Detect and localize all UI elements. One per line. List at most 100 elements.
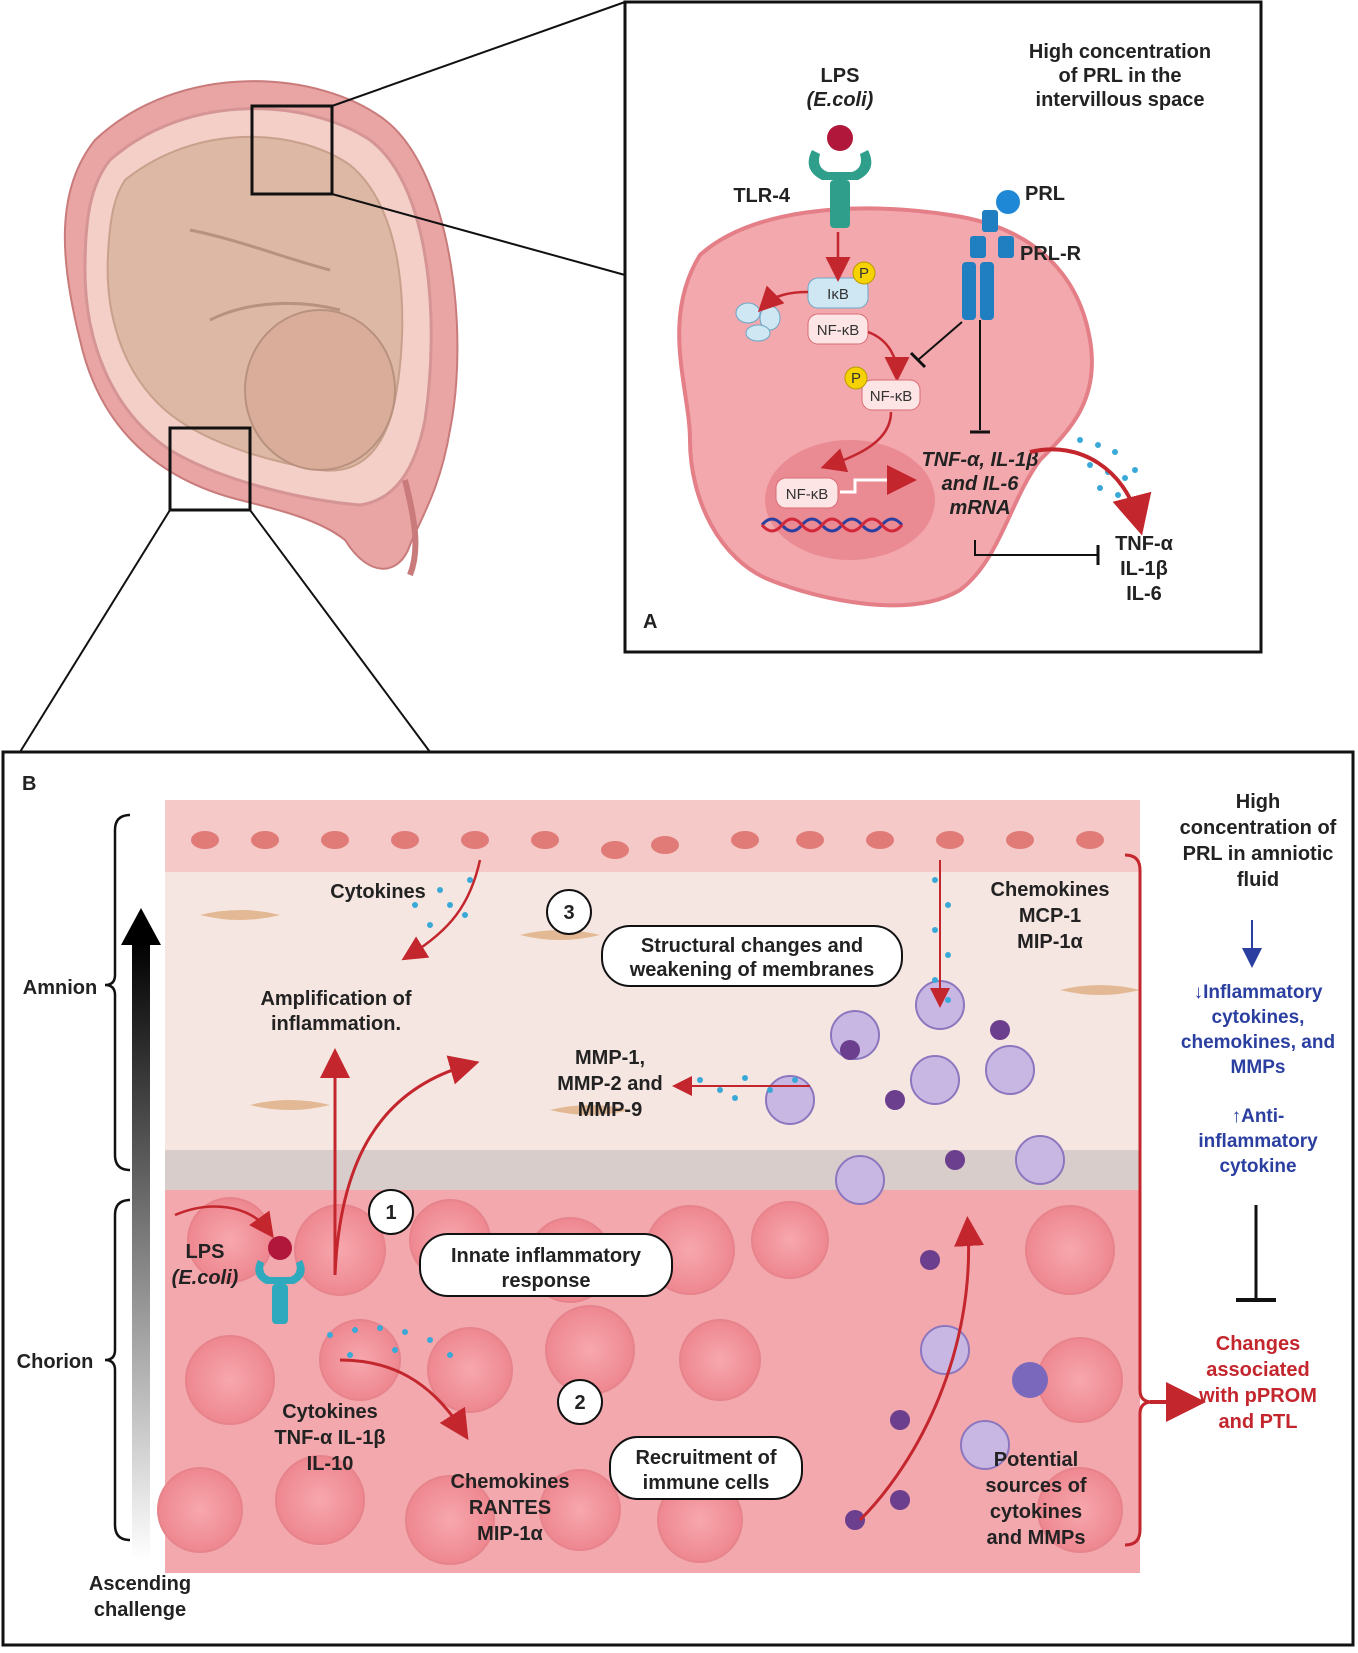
nfkb-label-3: NF-κB	[786, 486, 829, 503]
cytokines-top-label: Cytokines	[330, 881, 426, 903]
epithelial-cells	[191, 831, 1104, 859]
amnion-brace	[104, 813, 131, 1172]
neutrophil-icons	[840, 1020, 1048, 1530]
svg-text:Recruitment of: Recruitment of	[635, 1447, 776, 1469]
lps-species-a: (E.coli)	[807, 89, 874, 111]
chorion-label: Chorion	[17, 1351, 94, 1373]
mmp-label: MMP-1, MMP-2 and MMP-9	[557, 1047, 663, 1121]
svg-text:Chemokines: Chemokines	[451, 1471, 570, 1493]
svg-text:IL-10: IL-10	[307, 1453, 354, 1475]
svg-text:mRNA: mRNA	[949, 497, 1010, 519]
svg-text:MMPs: MMPs	[1231, 1057, 1286, 1078]
svg-text:3: 3	[563, 902, 574, 924]
svg-text:Innate inflammatory: Innate inflammatory	[451, 1245, 642, 1267]
panel-b-letter: B	[22, 773, 36, 795]
svg-text:MMP-2 and: MMP-2 and	[557, 1073, 663, 1095]
svg-text:of PRL in the: of PRL in the	[1059, 65, 1182, 87]
step2-box	[609, 1436, 803, 1500]
svg-text:↓Inflammatory: ↓Inflammatory	[1194, 982, 1323, 1003]
svg-text:immune cells: immune cells	[643, 1472, 770, 1494]
lps-molecule-icon	[827, 125, 853, 151]
cytokines-bottom-label: Cytokines TNF-α IL-1β IL-10	[274, 1401, 385, 1475]
svg-text:chemokines, and: chemokines, and	[1181, 1032, 1335, 1053]
prl-ligand-icon	[996, 190, 1020, 214]
svg-text:Changes: Changes	[1216, 1333, 1300, 1355]
prl-receptor-icon	[962, 210, 1014, 320]
svg-text:and PTL: and PTL	[1219, 1411, 1298, 1433]
degraded-ikb-icon	[735, 302, 781, 342]
svg-text:↑Anti-: ↑Anti-	[1232, 1106, 1285, 1127]
svg-text:MMP-1,: MMP-1,	[575, 1047, 645, 1069]
nfkb-label-2: NF-κB	[870, 388, 913, 405]
ascending-arrow-shaft	[132, 940, 150, 1560]
step1-box	[419, 1233, 673, 1297]
prl-label: PRL	[1025, 183, 1065, 205]
panel-a-letter: A	[643, 611, 657, 633]
mmp-dots	[697, 1075, 798, 1101]
lps-label-b: LPS	[186, 1241, 225, 1263]
svg-text:sources of: sources of	[985, 1475, 1086, 1497]
svg-text:PRL in amniotic: PRL in amniotic	[1183, 843, 1334, 865]
decrease-label: ↓Inflammatory cytokines, chemokines, and…	[1181, 982, 1335, 1078]
svg-text:fluid: fluid	[1237, 869, 1279, 891]
svg-text:MIP-1α: MIP-1α	[477, 1523, 543, 1545]
cytokine-dots-top	[412, 877, 473, 928]
svg-text:and IL-6: and IL-6	[942, 473, 1020, 495]
amplification-line-2: inflammation.	[271, 1013, 401, 1035]
svg-text:Cytokines: Cytokines	[282, 1401, 378, 1423]
high-prl-intervillous: High concentration of PRL in the intervi…	[1029, 41, 1211, 111]
zoom-box-bottom	[168, 426, 252, 512]
cytokine-dots-bottom	[327, 1325, 453, 1358]
changes-label: Changes associated with pPROM and PTL	[1198, 1333, 1317, 1433]
lps-molecule-b-icon	[268, 1236, 292, 1260]
step3-box	[601, 925, 903, 987]
svg-text:inflammatory: inflammatory	[1198, 1131, 1318, 1152]
svg-text:TNF-α: TNF-α	[1115, 533, 1174, 555]
svg-text:2: 2	[574, 1392, 585, 1414]
tlr4-receptor-b-icon	[255, 1260, 305, 1324]
tlr4-label: TLR-4	[733, 185, 791, 207]
immune-cells	[765, 980, 1065, 1470]
amnion-label: Amnion	[23, 977, 97, 999]
nfkb-box-3	[775, 477, 839, 509]
svg-text:associated: associated	[1206, 1359, 1309, 1381]
chemokines-top-label: Chemokines MCP-1 MIP-1α	[991, 879, 1110, 953]
svg-text:Potential: Potential	[994, 1449, 1078, 1471]
svg-text:cytokine: cytokine	[1219, 1156, 1296, 1177]
ikb-label: IκB	[827, 286, 849, 303]
nfkb-box-2	[861, 379, 921, 411]
step2-badge	[557, 1379, 603, 1425]
phospho-icon-2	[844, 366, 868, 390]
chemokine-dots-top	[932, 877, 951, 1003]
svg-text:RANTES: RANTES	[469, 1497, 551, 1519]
mrna-label: TNF-α, IL-1β and IL-6 mRNA	[921, 449, 1038, 519]
svg-text:TNF-α IL-1β: TNF-α IL-1β	[274, 1427, 385, 1449]
right-high-prl-label: High concentration of PRL in amniotic fl…	[1180, 791, 1337, 891]
panel-a: LPS (E.coli) TLR-4 High concentration of…	[623, 0, 1263, 654]
ascending-label-1: Ascending	[89, 1573, 191, 1595]
amplification-line-1: Amplification of	[260, 988, 411, 1010]
ascending-arrow-head	[121, 908, 161, 945]
svg-text:with pPROM: with pPROM	[1198, 1385, 1317, 1407]
panel-b: B	[1, 750, 1355, 1647]
svg-text:cytokines,: cytokines,	[1212, 1007, 1305, 1028]
chemokines-bottom-label: Chemokines RANTES MIP-1α	[451, 1471, 570, 1545]
svg-text:response: response	[502, 1270, 591, 1292]
svg-text:cytokines: cytokines	[990, 1501, 1082, 1523]
svg-text:weakening of membranes: weakening of membranes	[629, 959, 875, 981]
phospho-icon-1	[852, 261, 876, 285]
svg-text:MIP-1α: MIP-1α	[1017, 931, 1083, 953]
step3-badge	[546, 889, 592, 935]
svg-text:intervillous space: intervillous space	[1036, 89, 1205, 111]
zoom-box-top	[250, 104, 334, 196]
svg-text:P: P	[851, 370, 861, 387]
tlr4-receptor-icon	[808, 150, 872, 228]
nfkb-box-1	[807, 313, 869, 345]
nfkb-label-1: NF-κB	[817, 322, 860, 339]
potential-sources-label: Potential sources of cytokines and MMPs	[985, 1449, 1086, 1549]
epithelium-layer	[165, 800, 1140, 872]
svg-text:P: P	[859, 265, 869, 282]
svg-text:concentration of: concentration of	[1180, 817, 1337, 839]
lps-label-a: LPS	[821, 65, 860, 87]
svg-text:High concentration: High concentration	[1029, 41, 1211, 63]
